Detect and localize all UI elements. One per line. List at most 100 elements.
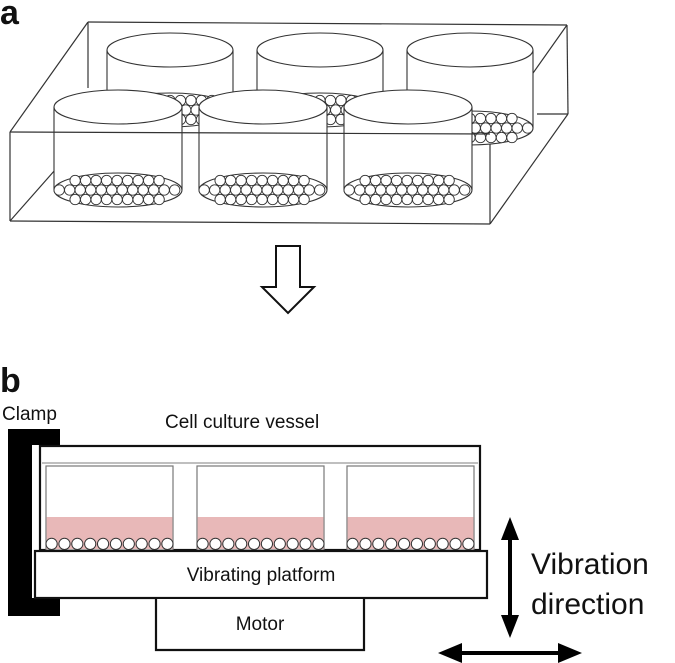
cell-sphere [132, 174, 144, 187]
panel-a-letter: a [0, 0, 20, 32]
cell-sphere [247, 537, 261, 551]
well-front-1 [53, 89, 183, 208]
cell-sphere [100, 193, 113, 206]
cell-sphere [401, 174, 413, 187]
vessel-well-3 [346, 465, 475, 551]
cell-sphere [427, 184, 439, 196]
down-arrow-icon [259, 245, 317, 315]
cell-sphere [251, 184, 263, 196]
cell-sphere [303, 184, 315, 196]
cell-sphere [287, 193, 300, 206]
cell-sphere [260, 537, 274, 551]
cell-sphere [522, 122, 534, 134]
cell-sphere [495, 112, 508, 125]
cell-sphere [272, 184, 284, 196]
cell-sphere [245, 174, 258, 187]
cell-sphere [79, 193, 92, 206]
plate-right-bottom-diagonal [489, 113, 569, 225]
well-bottom-back-edge [53, 172, 183, 191]
cell-sphere [343, 184, 355, 196]
motor [154, 599, 366, 652]
cell-sphere [235, 193, 247, 206]
cell-sphere [153, 193, 165, 206]
cell-sphere [314, 184, 326, 196]
cell-sphere [116, 184, 128, 196]
plate-left-top-diagonal [9, 21, 89, 133]
cell-sphere [74, 184, 86, 196]
cell-sphere [369, 174, 382, 187]
cell-sphere [485, 112, 497, 125]
cell-sphere [312, 537, 325, 551]
horizontal-double-arrow-icon [438, 643, 582, 663]
well-bottom-back-edge [198, 172, 328, 191]
cell-sphere [224, 174, 237, 187]
cell-sphere [132, 193, 144, 206]
cell-sphere [148, 537, 161, 551]
cell-sphere [495, 131, 508, 144]
cell-sphere [230, 184, 242, 196]
cell-sphere [111, 174, 123, 187]
cell-sphere [293, 184, 305, 196]
cell-sphere [95, 184, 107, 196]
platform-label: Vibrating platform [187, 565, 336, 586]
well-top-rim [406, 32, 534, 68]
cell-sphere [286, 537, 299, 551]
cell-sphere [122, 537, 135, 551]
cell-sphere [127, 184, 139, 196]
plate-left-bottom-diagonal [9, 169, 56, 222]
well-front-3 [343, 89, 473, 208]
well-top-rim [53, 89, 183, 125]
cell-sphere [142, 193, 155, 206]
cell-sphere [397, 537, 411, 551]
cell-sphere [346, 537, 359, 551]
cell-sphere [85, 184, 97, 196]
cell-sphere [490, 122, 502, 134]
cell-sphere [235, 537, 248, 551]
cell-sphere [90, 193, 102, 206]
cell-sphere [417, 184, 429, 196]
cell-sphere [501, 122, 513, 134]
cell-sphere [438, 184, 450, 196]
cell-sphere [406, 184, 418, 196]
cell-sphere [436, 537, 449, 551]
cell-sphere [448, 184, 460, 196]
cell-sphere [506, 131, 518, 144]
cell-sphere [266, 174, 279, 187]
well-front-2 [198, 89, 328, 208]
cell-sphere [185, 113, 197, 126]
cell-sphere [359, 174, 371, 187]
cell-sphere [359, 193, 371, 206]
cell-sphere [506, 112, 518, 125]
cell-sphere [109, 537, 123, 551]
cell-sphere [198, 184, 210, 196]
cell-sphere [443, 174, 455, 187]
cell-sphere [375, 184, 387, 196]
cell-sphere [196, 537, 209, 551]
cell-sphere [209, 184, 221, 196]
vibrating-platform [33, 549, 489, 600]
cell-sphere [277, 174, 289, 187]
cell-sphere [324, 94, 337, 107]
cell-sphere [411, 174, 424, 187]
cell-sphere [219, 184, 231, 196]
cell-sphere [287, 174, 300, 187]
cell-sphere [256, 193, 268, 206]
cell-sphere [474, 112, 487, 125]
cell-sphere [396, 184, 408, 196]
cell-sphere [214, 174, 226, 187]
cell-sphere [432, 174, 445, 187]
cell-sphere [449, 537, 462, 551]
cell-sphere [161, 537, 174, 551]
cell-sphere [142, 174, 155, 187]
motor-label: Motor [236, 614, 285, 635]
cell-sphere [185, 94, 197, 107]
cell-sphere [71, 537, 84, 551]
plate-back-top-edge [87, 21, 568, 26]
cell-sphere [380, 174, 392, 187]
cell-sphere [299, 537, 312, 551]
cell-sphere [282, 184, 294, 196]
cell-sphere [354, 184, 366, 196]
cell-sphere [222, 537, 235, 551]
cell-sphere [84, 537, 97, 551]
vessel-well-1 [45, 465, 174, 551]
